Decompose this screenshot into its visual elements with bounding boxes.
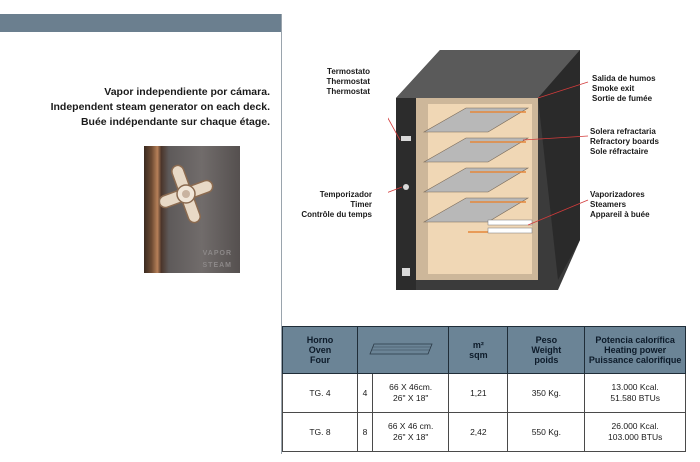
power-cell: 13.000 Kcal.51.580 BTUs bbox=[584, 373, 686, 413]
photo-label-vapor: VAPOR bbox=[202, 250, 232, 257]
area-cell: 2,42 bbox=[448, 412, 509, 452]
weight-cell: 550 Kg. bbox=[507, 412, 586, 452]
spec-table-header: Horno Oven Four m² sqm Peso Weight poids bbox=[282, 326, 686, 374]
header-weight: Peso Weight poids bbox=[507, 326, 586, 374]
top-color-bar bbox=[0, 14, 282, 32]
valve-handle-icon bbox=[158, 164, 214, 224]
refractory-label: Solera refractaria Refractory boards Sol… bbox=[590, 127, 659, 157]
refractory-es: Solera refractaria bbox=[590, 127, 656, 136]
model-cell: TG. 8 bbox=[282, 412, 358, 452]
header-area: m² sqm bbox=[448, 326, 509, 374]
thermostat-label: Termostato Thermostat Thermostat bbox=[326, 67, 370, 97]
spec-table: Horno Oven Four m² sqm Peso Weight poids bbox=[282, 326, 686, 452]
model-cell: TG. 4 bbox=[282, 373, 358, 413]
steamers-fr: Appareil à buée bbox=[590, 210, 650, 219]
thermostat-fr: Thermostat bbox=[326, 87, 370, 96]
table-row: TG. 8 8 66 X 46 cm.26" X 18" 2,42 550 Kg… bbox=[282, 412, 686, 452]
steam-text-fr: Buée indépendante sur chaque étage. bbox=[80, 116, 270, 128]
header-tray-size bbox=[356, 326, 450, 374]
smoke-fr: Sortie de fumée bbox=[592, 94, 653, 103]
steamers-label: Vaporizadores Steamers Appareil à buée bbox=[590, 190, 650, 220]
area-cell: 1,21 bbox=[448, 373, 509, 413]
timer-label: Temporizador Timer Contrôle du temps bbox=[301, 190, 372, 220]
refractory-en: Refractory boards bbox=[590, 137, 659, 146]
weight-cell: 350 Kg. bbox=[507, 373, 586, 413]
photo-label-steam: STEAM bbox=[202, 262, 232, 269]
tray-grid-icon bbox=[369, 343, 433, 355]
refractory-fr: Sole réfractaire bbox=[590, 147, 649, 156]
timer-en: Timer bbox=[350, 200, 372, 209]
table-row: TG. 4 4 66 X 46cm.26" X 18" 1,21 350 Kg.… bbox=[282, 373, 686, 413]
smoke-es: Salida de humos bbox=[592, 74, 656, 83]
decks-cell: 8 bbox=[357, 412, 373, 452]
steam-description: Vapor independiente por cámara. Independ… bbox=[40, 85, 270, 130]
header-power: Potencia calorífica Heating power Puissa… bbox=[584, 326, 686, 374]
steam-text-en: Independent steam generator on each deck… bbox=[50, 101, 270, 113]
thermostat-es: Termostato bbox=[327, 67, 370, 76]
thermostat-en: Thermostat bbox=[326, 77, 370, 86]
steam-valve-photo: VAPOR STEAM bbox=[144, 146, 240, 273]
timer-fr: Contrôle du temps bbox=[301, 210, 372, 219]
steamers-es: Vaporizadores bbox=[590, 190, 645, 199]
steamers-en: Steamers bbox=[590, 200, 627, 209]
power-cell: 26.000 Kcal.103.000 BTUs bbox=[584, 412, 686, 452]
timer-es: Temporizador bbox=[319, 190, 372, 199]
oven-cutaway-diagram bbox=[388, 50, 589, 290]
steam-text-es: Vapor independiente por cámara. bbox=[104, 86, 270, 98]
decks-cell: 4 bbox=[357, 373, 373, 413]
size-cell: 66 X 46 cm.26" X 18" bbox=[371, 412, 450, 452]
page-divider bbox=[281, 14, 282, 454]
smoke-en: Smoke exit bbox=[592, 84, 635, 93]
size-cell: 66 X 46cm.26" X 18" bbox=[371, 373, 450, 413]
header-oven: Horno Oven Four bbox=[282, 326, 358, 374]
smoke-exit-label: Salida de humos Smoke exit Sortie de fum… bbox=[592, 74, 656, 104]
